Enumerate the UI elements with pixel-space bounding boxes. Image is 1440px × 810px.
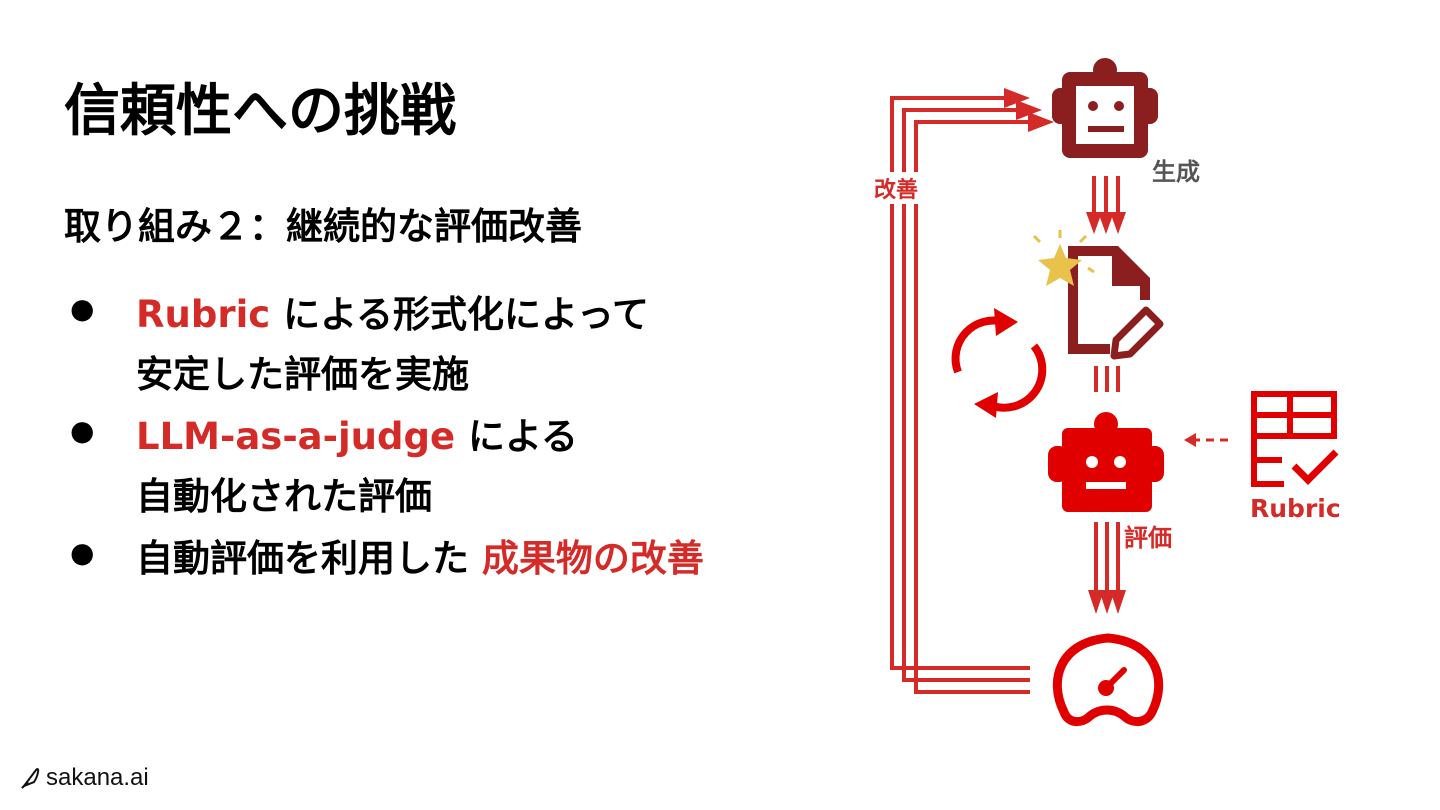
bullet-1-line-1: Rubric による形式化によって: [136, 284, 649, 338]
bullet-2-line-2: 自動化された評価: [136, 475, 432, 518]
document-edit-icon: [1068, 246, 1164, 360]
rubric-checklist-icon: [1251, 391, 1339, 487]
sparkle-star-icon: [1032, 230, 1095, 286]
sakana-logo: sakana.ai: [20, 764, 149, 792]
bullet-2-text: による: [455, 415, 578, 458]
bullet-2-accent: LLM-as-a-judge: [136, 415, 456, 458]
bullet-marker: ●: [70, 414, 95, 447]
generate-label: 生成: [1152, 158, 1200, 186]
section-subtitle: 取り組み２：継続的な評価改善: [64, 205, 582, 248]
bullet-3-text: 自動評価を利用した: [136, 537, 482, 580]
bullet-1-text: による形式化によって: [270, 293, 649, 336]
bullet-3-accent: 成果物の改善: [481, 537, 704, 580]
generate-arrows: [1092, 176, 1120, 218]
refresh-cycle-icon: [951, 316, 1047, 412]
rubric-label: Rubric: [1250, 494, 1341, 523]
bullet-marker: ●: [70, 536, 95, 569]
improve-loop-arrows: [890, 96, 1036, 694]
doc-to-evaluator-lines: [1094, 366, 1120, 392]
evaluate-label: 評価: [1124, 524, 1172, 552]
rubric-input-arrow: [1184, 433, 1228, 447]
bullet-1-accent: Rubric: [136, 293, 271, 336]
logo-text: sakana.ai: [46, 764, 149, 791]
robot-generator-icon: [1052, 58, 1158, 158]
page-title: 信頼性への挑戦: [64, 79, 456, 144]
gauge-icon: [1052, 633, 1164, 726]
bullet-2-line-1: LLM-as-a-judge による: [136, 406, 578, 460]
sakana-fish-logo-icon: [21, 768, 40, 789]
robot-evaluator-icon: [1048, 412, 1164, 512]
bullet-marker: ●: [70, 292, 95, 325]
improve-loop-arrowheads: [1004, 88, 1054, 132]
evaluate-arrows: [1094, 522, 1120, 596]
bullet-3-line-1: 自動評価を利用した 成果物の改善: [136, 528, 704, 582]
bullet-1-line-2: 安定した評価を実施: [136, 353, 469, 396]
improve-label: 改善: [872, 172, 921, 204]
